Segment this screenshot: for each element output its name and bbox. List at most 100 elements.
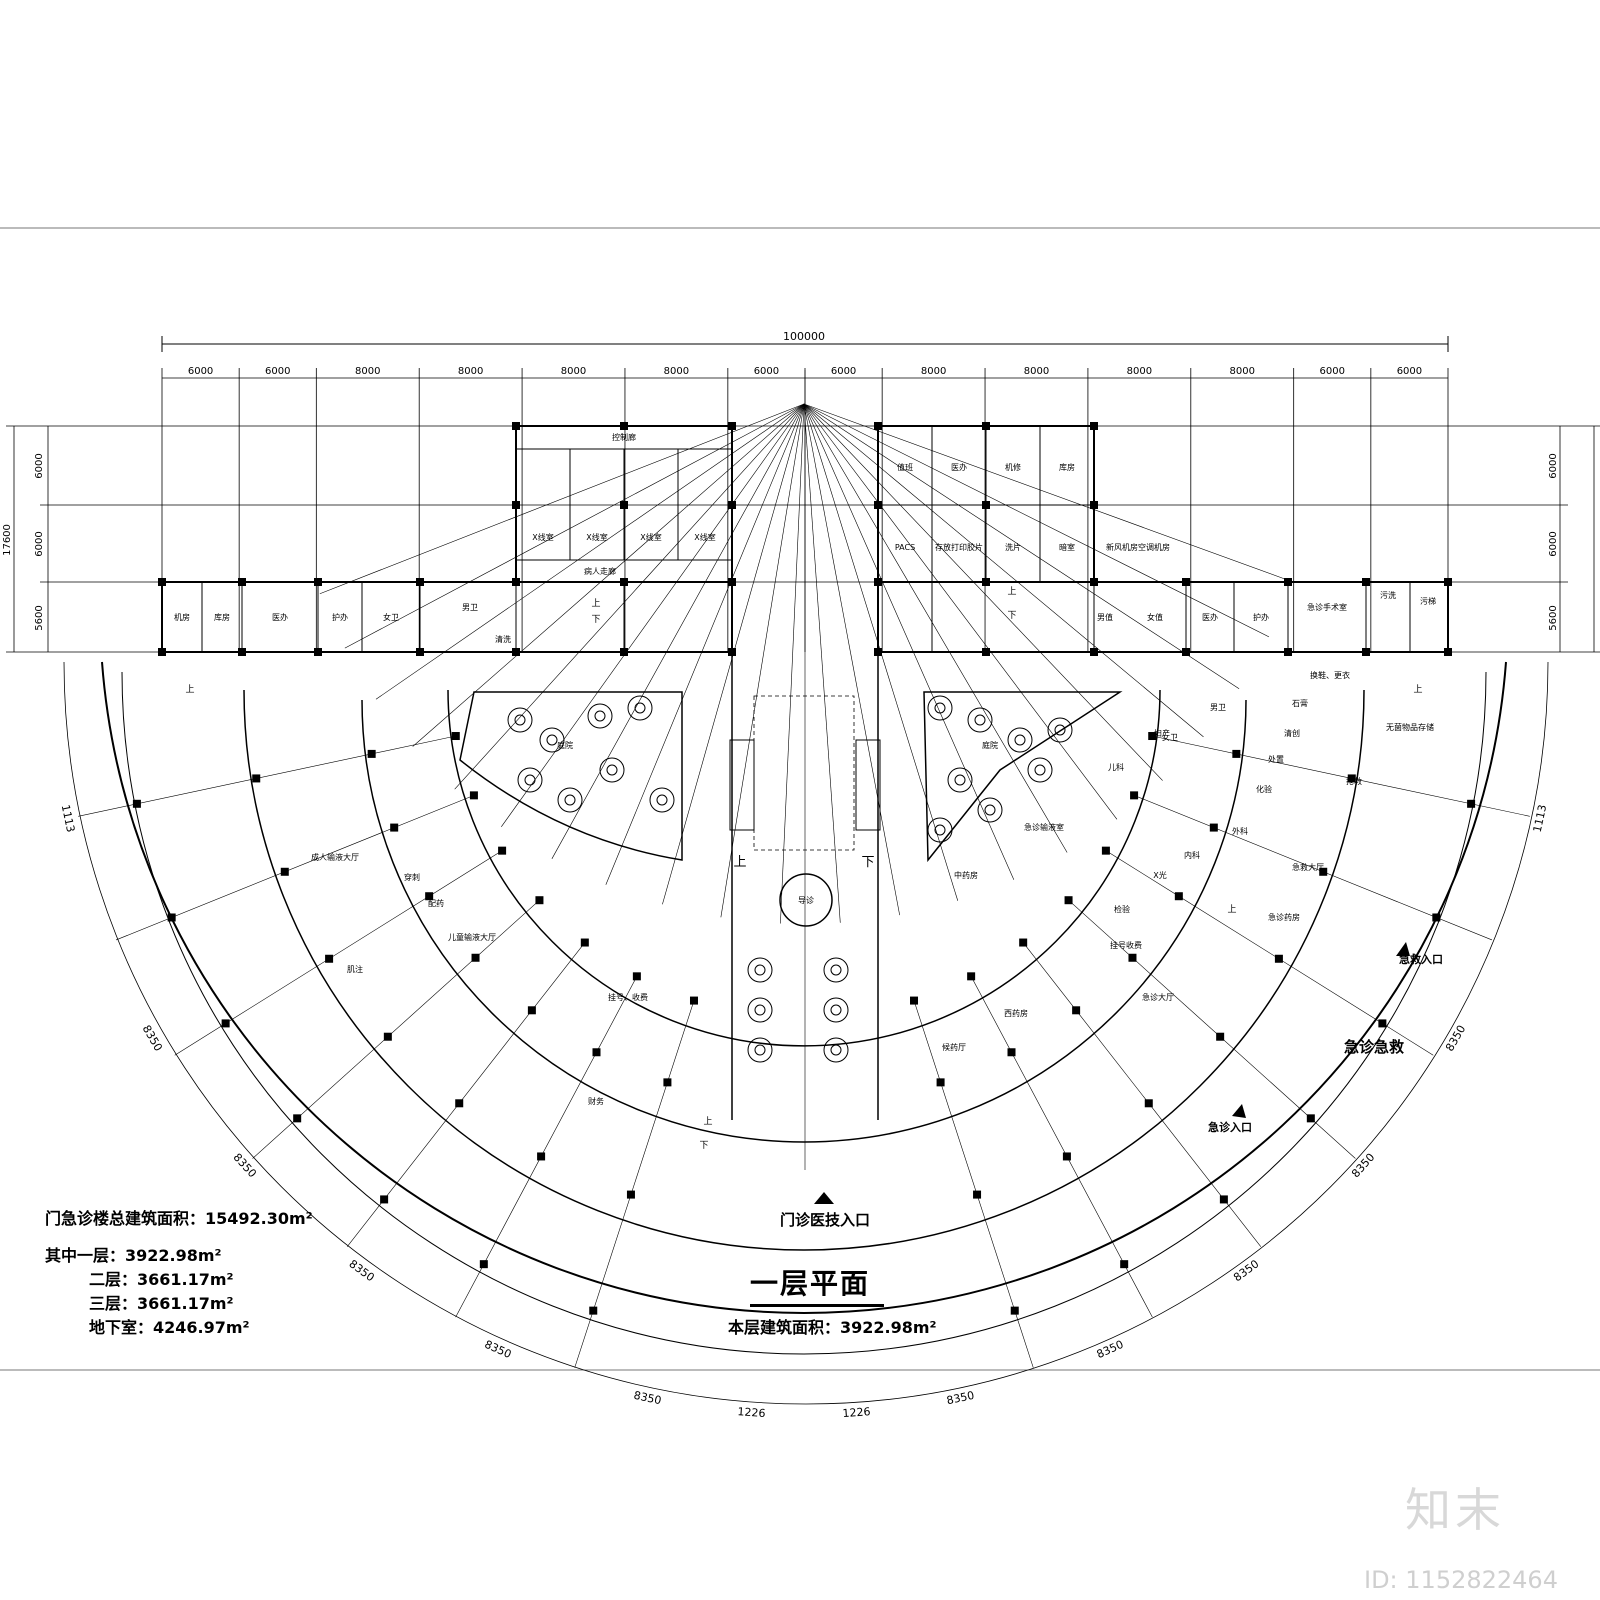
tree-icon (974, 714, 986, 726)
column (1319, 867, 1328, 876)
tree-icon (967, 707, 993, 733)
stair-down-mark: 下 (1007, 611, 1016, 621)
room-label: 抢救 (1346, 776, 1362, 786)
bay-dimension-label: 8000 (1127, 366, 1152, 377)
watermark-id: ID: 1152822464 (1364, 1566, 1558, 1594)
room-label: 机修 (1005, 462, 1021, 472)
column (535, 896, 544, 905)
tree-icon (934, 824, 946, 836)
arc-dimension-label: 1226 (842, 1405, 871, 1420)
tree-icon (954, 774, 966, 786)
room-label: 财务 (588, 1096, 604, 1106)
column (620, 578, 628, 586)
room-label: 中药房 (954, 870, 978, 880)
right-wing (877, 581, 1449, 653)
column (1432, 913, 1441, 922)
room-label: X线室 (532, 532, 553, 542)
right-side-dimension (1448, 425, 1600, 653)
tree-icon (934, 702, 946, 714)
room-label: 男值 (1097, 612, 1113, 622)
column (221, 1019, 230, 1028)
column (451, 732, 460, 741)
room-label: 机房 (174, 612, 190, 622)
left-row-1: 6000 (34, 453, 45, 478)
floor-area-2: 二层：3661.17m² (89, 1270, 234, 1289)
tree-icon (1014, 734, 1026, 746)
room-label: 庭院 (982, 740, 998, 750)
tree-icon (927, 695, 953, 721)
room-label: 妇产 (1154, 728, 1170, 738)
watermark-logo: 知末 (1405, 1483, 1505, 1537)
tree-icon (539, 727, 565, 753)
room-label: 库房 (1059, 462, 1075, 472)
fan-line (551, 403, 805, 859)
bay-dimension-label: 6000 (754, 366, 779, 377)
room-label: X线室 (586, 532, 607, 542)
column (1148, 732, 1157, 741)
room-label: 内科 (1184, 850, 1200, 860)
column (589, 1306, 598, 1315)
bay-dimension-label: 8000 (561, 366, 586, 377)
bay-dimension-label: 6000 (1320, 366, 1345, 377)
column (1010, 1306, 1019, 1315)
arc-dimension-label: 8350 (945, 1389, 975, 1408)
column (620, 648, 628, 656)
column (1101, 846, 1110, 855)
room-label: X线室 (694, 532, 715, 542)
room-label: 穿刺 (404, 872, 420, 882)
room-label: 女值 (1147, 612, 1163, 622)
fan-line (803, 403, 1204, 738)
column (982, 578, 990, 586)
column (663, 1078, 672, 1087)
column (1090, 501, 1098, 509)
fan-line (720, 403, 805, 918)
column (380, 1195, 389, 1204)
room-label: 肌注 (347, 964, 363, 974)
room-label: 无菌物品存储 (1386, 722, 1434, 732)
column (390, 823, 399, 832)
column (132, 799, 141, 808)
top-fan-lines (319, 403, 1293, 924)
radial-axis (1133, 795, 1493, 941)
column (620, 422, 628, 430)
room-label: 急救大厅 (1292, 862, 1324, 872)
column (632, 972, 641, 981)
main-entrance-label: 门诊医技入口 (780, 1211, 871, 1229)
right-row-2: 6000 (1548, 531, 1559, 556)
fan-line (803, 403, 1163, 781)
plan-floor-area: 本层建筑面积：3922.98m² (728, 1318, 937, 1337)
bay-dimension-label: 6000 (188, 366, 213, 377)
tree-icon (564, 794, 576, 806)
column (973, 1190, 982, 1199)
column (1007, 1048, 1016, 1057)
room-label: 配药 (428, 898, 444, 908)
room-label: 病人走廊 (584, 566, 616, 576)
stair-up-mark: 上 (733, 855, 746, 870)
tree-icon (823, 1037, 849, 1063)
radial-axis (78, 735, 456, 817)
column (967, 972, 976, 981)
tree-icon (830, 1044, 842, 1056)
left-row-3: 5600 (34, 605, 45, 630)
column (512, 501, 520, 509)
tree-icon (1034, 764, 1046, 776)
room-label: PACS (895, 543, 915, 552)
courtyard-trees (507, 695, 1073, 1063)
tree-icon (1047, 717, 1073, 743)
total-area: 门急诊楼总建筑面积：15492.30m² (45, 1209, 313, 1228)
fan-line (344, 403, 805, 649)
arc-dimension-label: 1113 (59, 803, 78, 833)
right-row-1: 6000 (1548, 453, 1559, 478)
radial-axis (574, 1000, 695, 1368)
left-row-2: 6000 (34, 531, 45, 556)
column (293, 1114, 302, 1123)
bay-dimension-label: 6000 (265, 366, 290, 377)
column (1144, 1099, 1153, 1108)
room-label: 儿科 (1108, 762, 1124, 772)
ambulance-entrance-arrow (1396, 942, 1410, 956)
courtyard-left (459, 691, 683, 861)
column (874, 648, 882, 656)
room-label: 新风机房空调机房 (1106, 542, 1170, 552)
column (1174, 892, 1183, 901)
column (1347, 774, 1356, 783)
